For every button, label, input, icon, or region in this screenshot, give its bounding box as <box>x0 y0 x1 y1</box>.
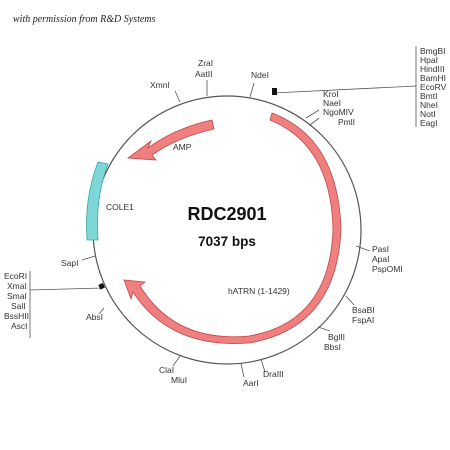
site-label: BsaBI <box>352 305 375 315</box>
site-label: SapI <box>61 258 79 268</box>
site-label: SmaI <box>7 291 27 301</box>
plasmid-name: RDC2901 <box>187 204 266 224</box>
amp-feature-arrow <box>126 119 215 161</box>
site-label: BamHI <box>420 73 446 83</box>
site-label: KroI <box>323 89 339 99</box>
site-label: EcoRV <box>420 82 447 92</box>
site-label: NotI <box>420 109 436 119</box>
site-label: FspAI <box>352 315 374 325</box>
site-label: ClaI <box>159 365 174 375</box>
site-label: EcoRI <box>4 271 27 281</box>
site-label: EagI <box>420 118 438 128</box>
site-label: PasI <box>372 244 389 254</box>
hatrn-feature-arrow <box>123 112 342 344</box>
site-label: BssHII <box>4 311 29 321</box>
site-label: BmgBI <box>420 46 446 56</box>
site-label: AscI <box>11 321 28 331</box>
site-label: ZraI <box>198 58 213 68</box>
site-label: HpaI <box>420 55 438 65</box>
site-label: AbsI <box>86 312 103 322</box>
site-label: AatII <box>195 69 212 79</box>
site-label: NgoMIV <box>323 107 354 117</box>
hatrn-feature-label: hATRN (1-1429) <box>228 286 290 296</box>
cole1-feature-label: COLE1 <box>106 202 134 212</box>
site-label: PspOMI <box>372 264 403 274</box>
site-label: SalI <box>11 301 26 311</box>
amp-feature-label: AMP <box>173 142 192 152</box>
site-label: AarI <box>243 378 259 388</box>
site-label: NheI <box>420 100 438 110</box>
site-label: NaeI <box>323 98 341 108</box>
site-label: BbsI <box>324 342 341 352</box>
site-label: XmaI <box>7 281 27 291</box>
site-label: NdeI <box>251 70 269 80</box>
site-label: BmtI <box>420 91 437 101</box>
plasmid-size: 7037 bps <box>198 234 256 249</box>
site-leaders <box>29 46 417 378</box>
cole1-feature-arrow <box>86 161 109 241</box>
credit-text: with permission from R&D Systems <box>13 14 156 25</box>
site-label: MluI <box>171 375 187 385</box>
site-label: XmnI <box>150 80 170 90</box>
site-label: BglII <box>328 332 345 342</box>
site-label: DraIII <box>263 369 284 379</box>
site-label: ApaI <box>372 254 390 264</box>
site-label: HindIII <box>420 64 445 74</box>
mcs-marker-top <box>272 88 277 95</box>
site-label: PmlI <box>338 117 355 127</box>
mcs-marker-left <box>98 282 105 290</box>
site-labels: ZraI AatII XmnI NdeI KroI NaeI NgoMIV Pm… <box>4 46 447 388</box>
backbone-circle <box>92 95 362 365</box>
